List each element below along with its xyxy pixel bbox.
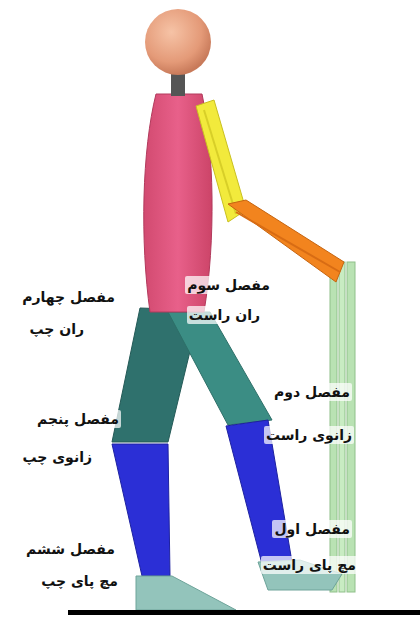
joint-label: ران راست — [187, 306, 262, 324]
joint-label: مفصل چهارم — [20, 288, 117, 306]
joint-label: مفصل ششم — [24, 540, 117, 558]
right-thigh — [168, 312, 272, 425]
ground-line — [68, 610, 420, 615]
left-shin — [112, 444, 170, 576]
joint-label: ران چپ — [27, 320, 86, 338]
head — [145, 9, 211, 75]
joint-label: مچ پای راست — [261, 556, 358, 574]
joint-label: مفصل سوم — [185, 276, 272, 294]
neck — [171, 72, 185, 96]
joint-label: مفصل اول — [272, 520, 352, 538]
joint-label: مچ پای چپ — [39, 572, 120, 590]
joint-label: زانوی راست — [264, 426, 354, 444]
joint-label: مفصل پنجم — [35, 410, 121, 428]
left-foot — [136, 576, 236, 610]
joint-label: زانوی چپ — [20, 448, 94, 466]
forearm — [228, 200, 344, 282]
joint-label: مفصل دوم — [272, 383, 352, 401]
